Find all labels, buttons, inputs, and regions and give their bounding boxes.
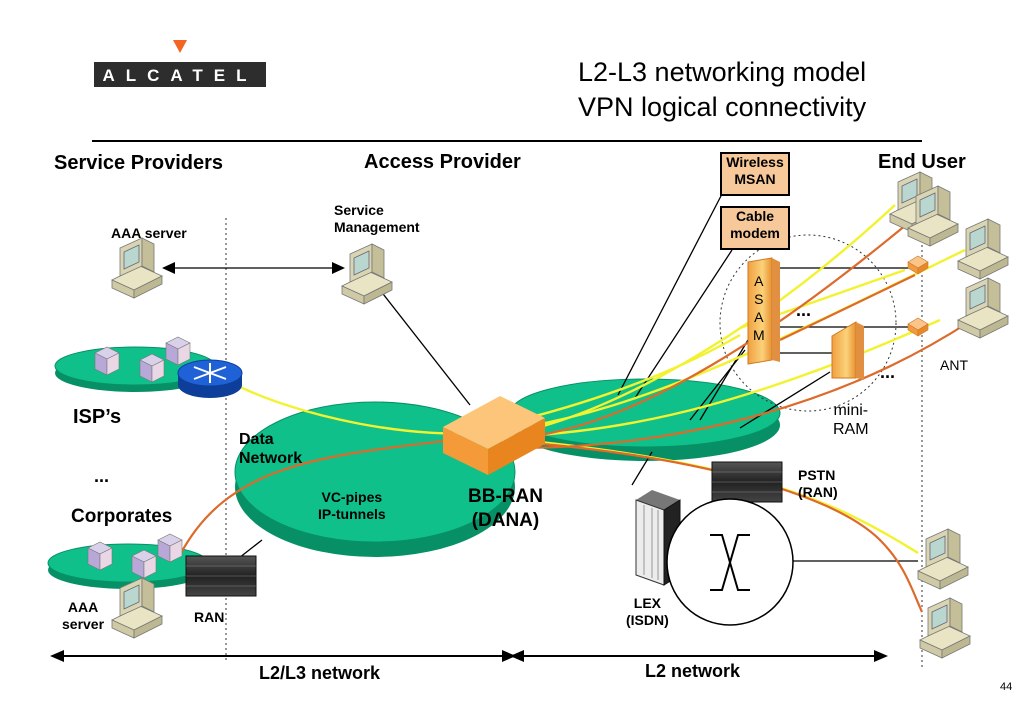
alcatel-logo: ALCATEL xyxy=(94,40,266,87)
logo-text: ALCATEL xyxy=(102,66,257,85)
label-service-management: Service Management xyxy=(334,202,420,235)
label-dots-lower: ... xyxy=(880,362,896,382)
asam-region xyxy=(719,234,897,412)
isp-server-3-icon xyxy=(165,336,191,366)
ran-rack-icon xyxy=(185,555,257,597)
pstn-rack-icon xyxy=(711,461,783,503)
switch-cross-icon xyxy=(666,498,794,626)
label-asam: A S A M xyxy=(753,273,765,343)
label-dots-upper: ... xyxy=(796,300,812,320)
label-bb-ran: BB-RAN (DANA) xyxy=(468,486,543,531)
label-aaa-server-top: AAA server xyxy=(111,225,187,241)
orange-links xyxy=(179,214,973,613)
label-corporates: Corporates xyxy=(71,506,173,527)
asam-device-icon xyxy=(747,257,780,365)
label-ran: RAN xyxy=(194,609,225,625)
label-ant: ANT xyxy=(940,357,968,373)
heading-access-provider: Access Provider xyxy=(364,151,521,173)
end-user-computer-4-icon xyxy=(957,277,1009,339)
end-user-computer-6-icon xyxy=(919,597,971,659)
end-user-computer-3-icon xyxy=(957,218,1009,280)
corporate-server-1-icon xyxy=(87,541,113,571)
label-aaa-server-bottom: AAA server xyxy=(62,599,105,632)
isp-server-1-icon xyxy=(94,346,120,376)
label-data-network: Data Network xyxy=(239,431,303,467)
logo-triangle-icon xyxy=(173,40,187,53)
label-lex: LEX (ISDN) xyxy=(626,595,669,628)
wireless-msan-box: Wireless MSAN xyxy=(720,152,790,196)
ant-device-1-icon xyxy=(907,255,929,275)
heading-service-providers: Service Providers xyxy=(54,152,223,174)
label-mini-ram: mini- RAM xyxy=(833,402,869,438)
label-l2-network: L2 network xyxy=(645,661,741,681)
cable-modem-box: Cable modem xyxy=(720,206,790,250)
bbran-cube-icon xyxy=(443,396,545,475)
label-ellipsis-left: ... xyxy=(94,466,110,486)
router-icon xyxy=(177,359,243,398)
page-number: 44 xyxy=(1000,681,1013,693)
aaa-server-top-computer-icon xyxy=(111,237,163,299)
corporate-server-2-icon xyxy=(131,549,157,579)
label-vc-pipes: VC-pipes IP-tunnels xyxy=(318,489,386,522)
label-isps: ISP’s xyxy=(73,406,122,428)
isp-server-2-icon xyxy=(139,353,165,383)
title-line-1: L2-L3 networking model xyxy=(578,57,867,87)
end-user-computer-5-icon xyxy=(917,528,969,590)
label-l2l3-network: L2/L3 network xyxy=(259,663,381,683)
scope-arrows xyxy=(50,650,888,662)
heading-end-user: End User xyxy=(878,151,966,173)
corporate-network-ellipse xyxy=(47,543,209,589)
mini-ram-device-icon xyxy=(831,321,864,380)
label-pstn: PSTN (RAN) xyxy=(798,467,838,500)
corporate-server-3-icon xyxy=(157,533,183,563)
title-line-2: VPN logical connectivity xyxy=(578,92,867,122)
